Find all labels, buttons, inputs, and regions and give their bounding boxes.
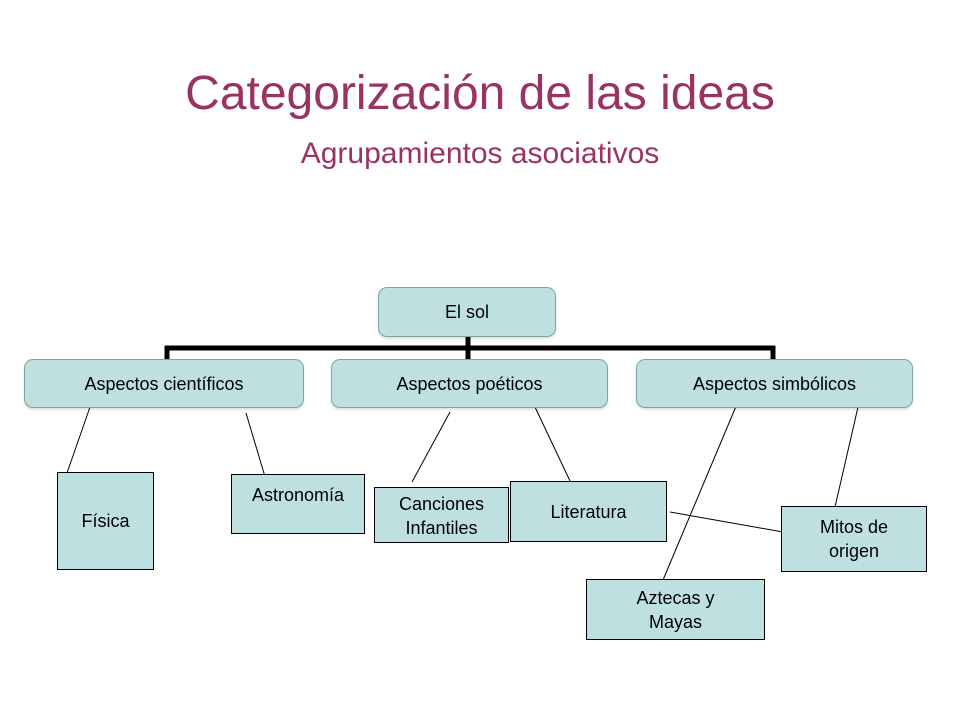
link-cientificos-astronomia (245, 412, 267, 481)
node-aspectos-poeticos: Aspectos poéticos (331, 359, 608, 408)
node-aspectos-simbolicos-label: Aspectos simbólicos (692, 373, 857, 394)
slide-title: Categorización de las ideas (185, 67, 775, 120)
link-poeticos-literatura (534, 406, 571, 482)
node-astronomia: Astronomía (231, 474, 365, 534)
slide-subtitle: Agrupamientos asociativos (300, 137, 660, 170)
node-literatura: Literatura (510, 481, 667, 542)
hierarchy-connectors (164, 336, 776, 360)
node-fisica-label: Física (81, 511, 130, 531)
association-lines (66, 403, 859, 581)
node-aztecas-y-mayas: Aztecas y Mayas (586, 579, 765, 640)
node-aspectos-cientificos-label: Aspectos científicos (84, 373, 244, 394)
node-mitos-de-origen-label: Mitos de origen (819, 517, 889, 561)
node-literatura-label: Literatura (550, 501, 627, 522)
node-aspectos-poeticos-label: Aspectos poéticos (396, 373, 543, 394)
link-cientificos-fisica (66, 406, 91, 474)
link-poeticos-canciones (411, 411, 451, 483)
node-canciones-infantiles-label: Canciones Infantiles (398, 494, 485, 538)
link-literatura-mitos (669, 511, 801, 536)
link-simbolicos-mitos (834, 406, 859, 508)
node-aspectos-simbolicos: Aspectos simbólicos (636, 359, 913, 408)
node-aspectos-cientificos: Aspectos científicos (24, 359, 304, 408)
link-simbolicos-aztecas (662, 403, 738, 581)
node-el-sol-label: El sol (444, 302, 489, 322)
node-astronomia-label: Astronomía (251, 485, 345, 505)
node-canciones-infantiles: Canciones Infantiles (374, 487, 509, 543)
node-aztecas-y-mayas-label: Aztecas y Mayas (636, 587, 715, 632)
node-fisica: Física (57, 472, 154, 570)
node-mitos-de-origen: Mitos de origen (781, 506, 927, 572)
node-el-sol: El sol (378, 287, 556, 337)
